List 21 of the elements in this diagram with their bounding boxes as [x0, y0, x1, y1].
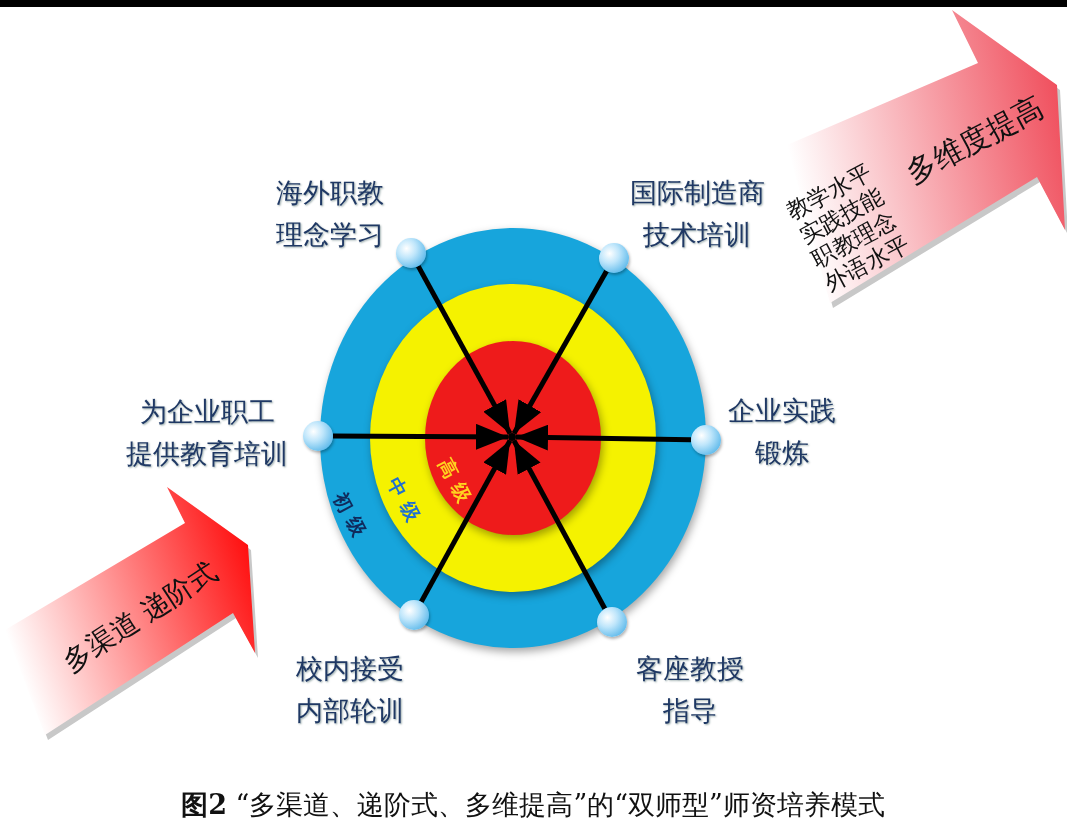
arrow: [416, 264, 513, 435]
arrow-text: 多维度提高: [900, 88, 1050, 192]
channel-label: 为企业职工提供教育培训: [126, 395, 288, 471]
arrow: [515, 424, 692, 451]
level-label: 初级: [330, 489, 374, 547]
caption: 图2 “多渠道、递阶式、多维提高”的“双师型”师资培养模式: [181, 788, 885, 822]
sphere-marker: [303, 421, 333, 451]
channel-label: 海外职教理念学习: [276, 176, 384, 252]
channel-label: 国际制造商技术培训: [629, 176, 765, 252]
channel-label: 校内接受内部轮训: [296, 652, 404, 728]
center-point: [508, 433, 516, 441]
arrow: [511, 269, 609, 435]
level-label: 中级: [384, 474, 428, 532]
channel-label: 企业实践锻炼: [728, 394, 836, 470]
arrow: [511, 439, 608, 610]
sphere-marker: [691, 425, 721, 455]
arrow: [333, 423, 508, 450]
channel-label: 客座教授指导: [636, 652, 744, 728]
arrow: [419, 439, 513, 604]
arrow-text: 多渠道 递阶式: [56, 554, 224, 680]
level-label: 高级: [435, 455, 479, 513]
